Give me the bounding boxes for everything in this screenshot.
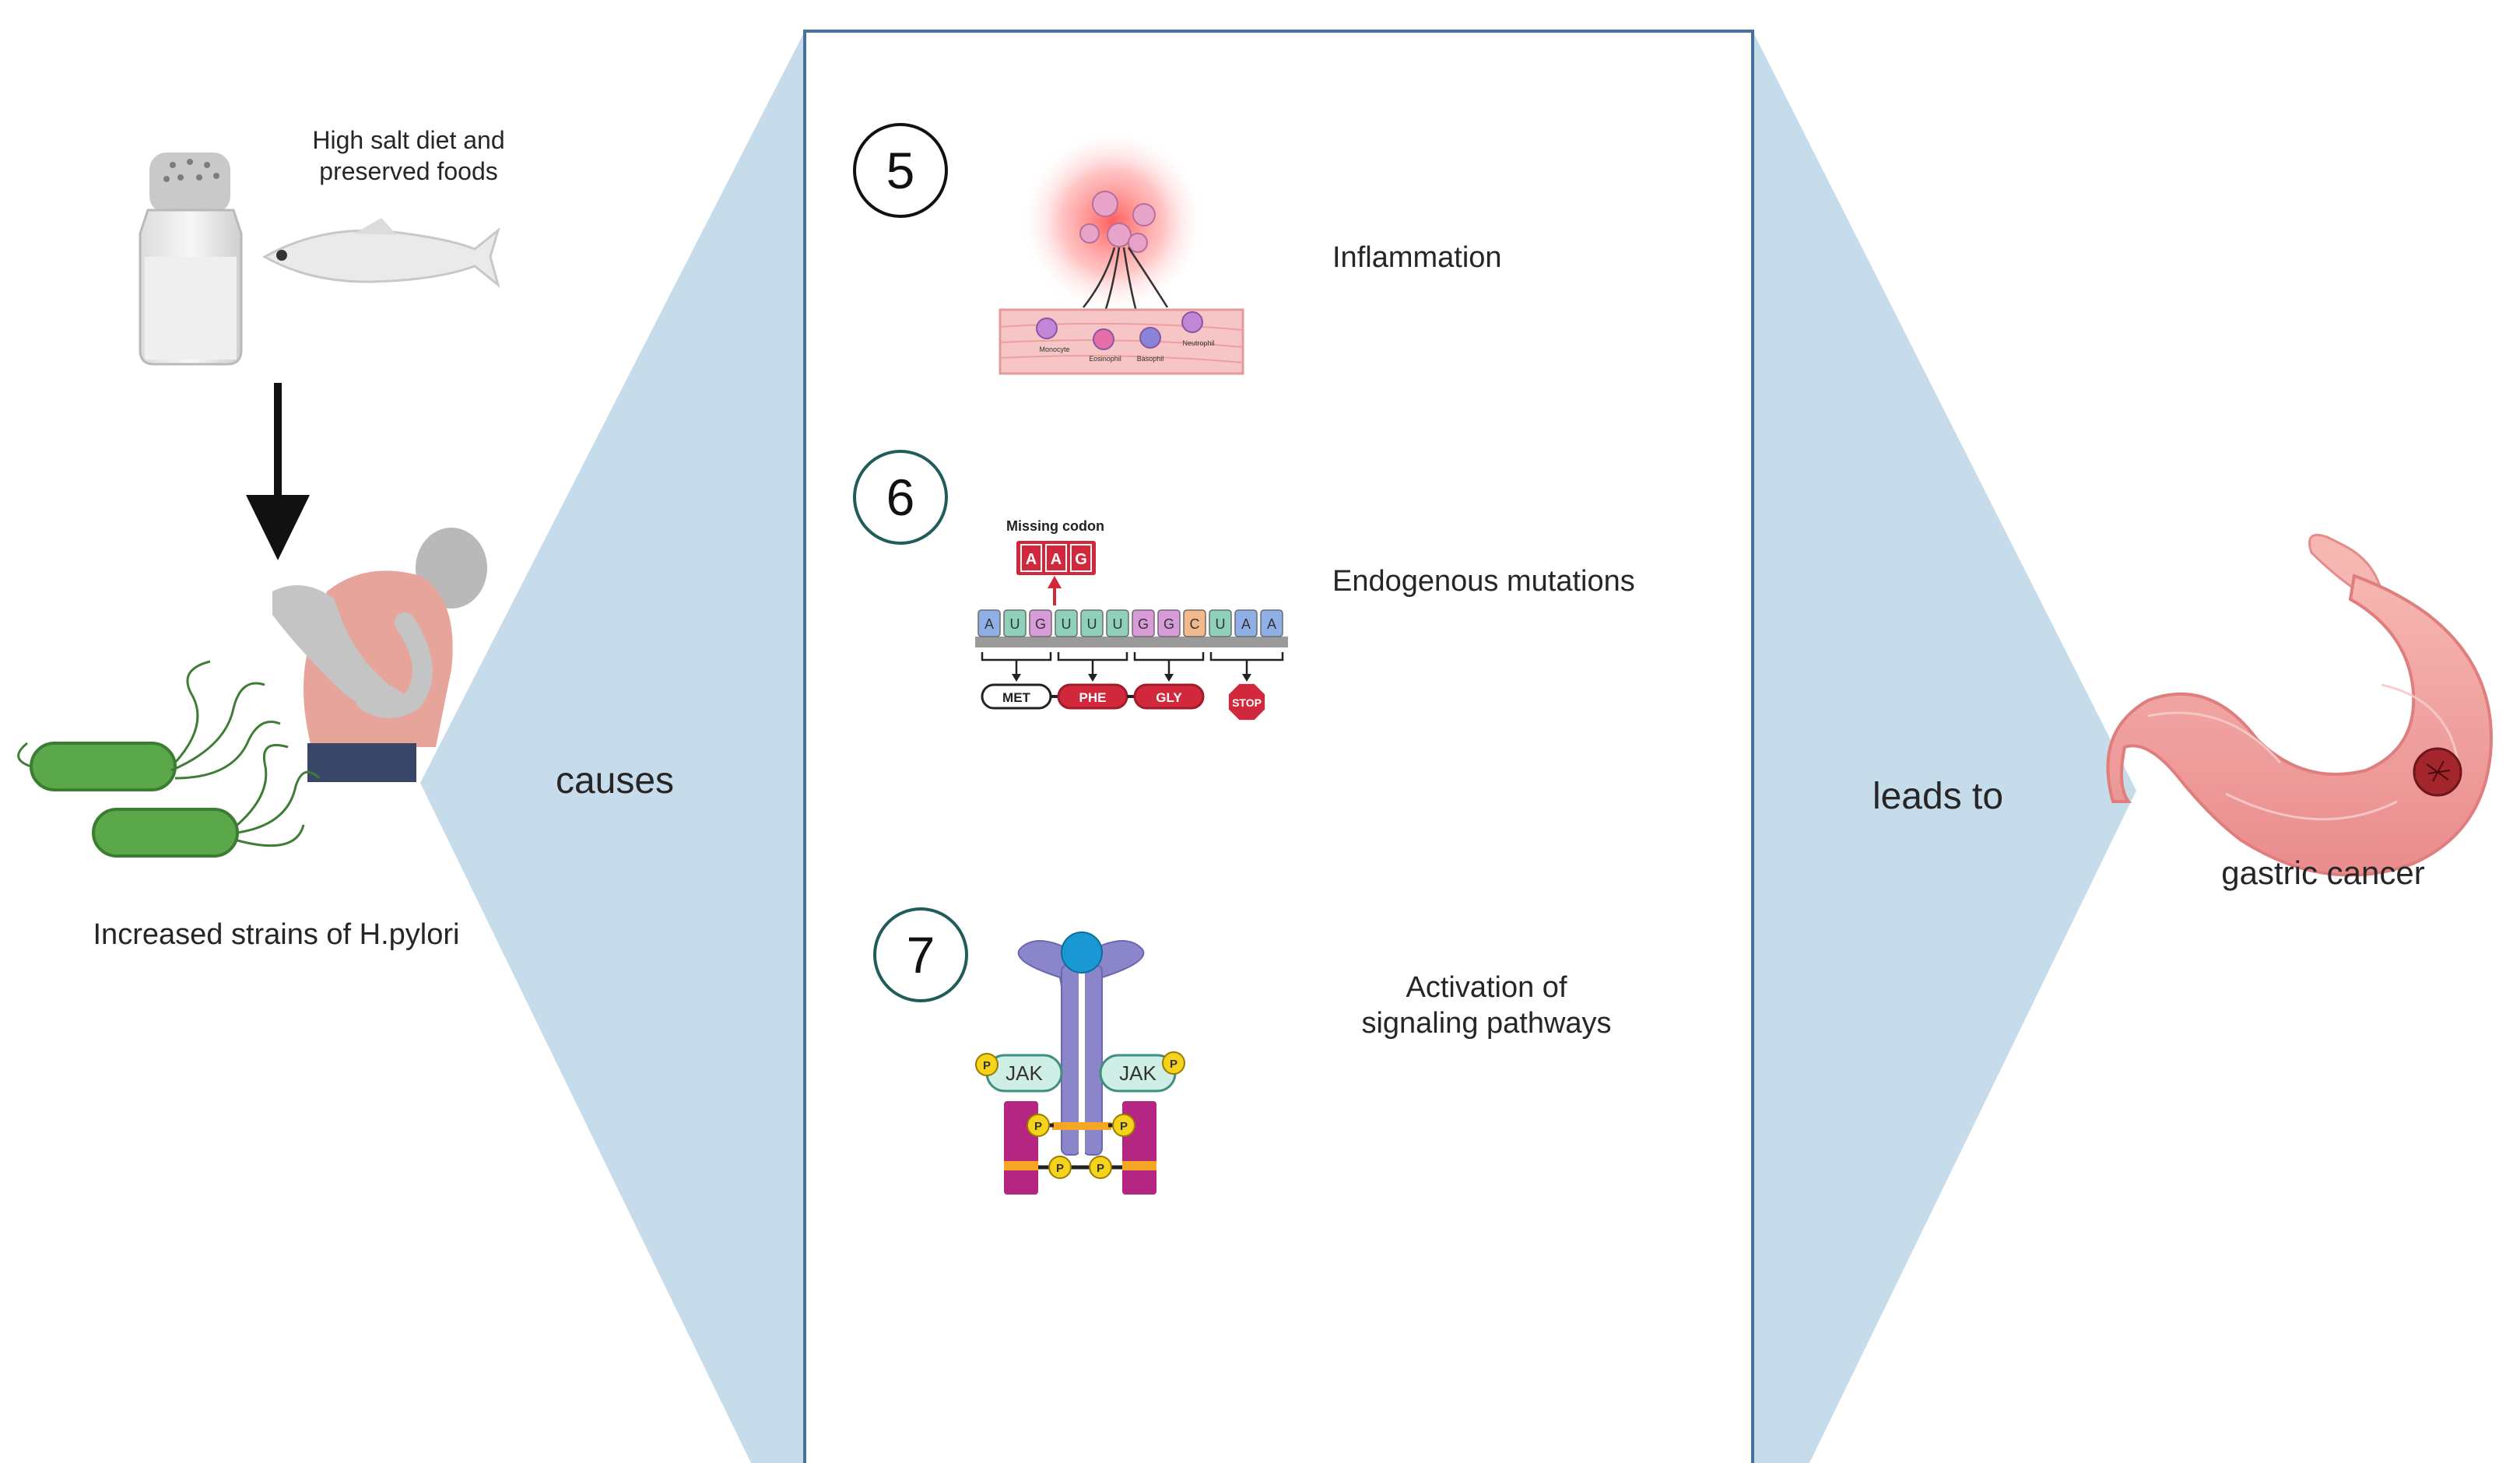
nucleotide-letter: U [1062,616,1072,632]
causes-label: causes [555,760,675,802]
codon-letter: G [1075,551,1087,568]
signaling-pathways-label: Activation of signaling pathways [1361,971,1612,1040]
nucleotide [1055,609,1078,637]
amino-acid-label: MET [1002,690,1031,705]
step-number-7: 7 [873,907,968,1002]
salt-shaker-icon [139,153,243,366]
codon-tile [1070,544,1092,572]
left-panel-shape [420,31,805,1463]
phosphate-label: P [1034,1120,1042,1133]
gastric-cancer-label: gastric cancer [2221,854,2425,891]
codon-letter: A [1026,551,1037,568]
phosphate-icon [1027,1114,1050,1137]
cell-label: Basophil [1137,355,1164,363]
nucleotide [1029,609,1052,637]
phosphate-label: P [983,1059,991,1072]
nucleotide [1260,609,1283,637]
phosphate-icon [1089,1156,1112,1179]
nucleotide [1183,609,1206,637]
nucleotide-letter: U [1087,616,1097,632]
codon-tile [1020,544,1042,572]
inflammation-label: Inflammation [1332,241,1502,274]
ligand-icon [1061,931,1103,974]
nucleotide-letter: C [1190,616,1200,632]
nucleotide-letter: G [1035,616,1046,632]
nucleotide [1106,609,1129,637]
phosphate-label: P [1097,1162,1104,1175]
nucleotide-letter: G [1138,616,1149,632]
nucleotide-letter: A [984,616,994,632]
fish-icon [261,218,500,289]
jak-label: JAK [1006,1061,1043,1085]
codon-tile [1045,544,1067,572]
inflammation-illustration: Monocyte Eosinophil Basophil Neutrophil [999,128,1244,375]
jak-stat-receptor-illustration: JAK JAK P P P P P P [975,931,1185,1195]
amino-acid-label: STOP [1232,696,1262,709]
nucleotide [1080,609,1104,637]
phosphate-group: P P P P P P [975,1051,1185,1179]
leads-to-label: leads to [1872,776,2004,817]
phosphate-icon [1112,1114,1135,1137]
cell-label: Neutrophil [1182,339,1214,347]
phosphate-icon [1162,1051,1185,1075]
jak-label: JAK [1119,1061,1156,1085]
nucleotide [1234,609,1258,637]
nucleotide-letter: G [1163,616,1174,632]
stomach-icon [2106,534,2493,877]
center-box [803,30,1754,1463]
phosphate-label: P [1170,1058,1178,1071]
nucleotide-letter: A [1241,616,1251,632]
stop-sign-icon [1228,683,1265,721]
nucleotide [1157,609,1181,637]
diet-label: High salt diet and preserved foods [312,126,505,185]
nucleotide-letter: A [1267,616,1276,632]
phosphate-icon [975,1053,999,1076]
right-panel-shape [1753,31,2136,1463]
nucleotide [1209,609,1232,637]
endogenous-mutations-label: Endogenous mutations [1332,565,1635,598]
nucleotide-letter: U [1216,616,1226,632]
step-number-5: 5 [853,123,948,218]
nucleotide-letter: U [1010,616,1020,632]
hpylori-label: Increased strains of H.pylori [93,918,460,951]
amino-acid-group: MET PHE GLY STOP [981,683,1265,721]
step-number-6: 6 [853,450,948,545]
nucleotide [977,609,1001,637]
nucleotide-letter: U [1113,616,1123,632]
amino-acid-label: GLY [1156,690,1182,705]
missing-codon-title: Missing codon [1006,518,1104,534]
phosphate-label: P [1056,1162,1064,1175]
nucleotide [1003,609,1027,637]
down-arrow-icon [246,383,310,560]
phosphate-label: P [1120,1120,1128,1133]
h-pylori-bacteria-icon [17,660,321,858]
phosphate-icon [1048,1156,1072,1179]
amino-acid-label: PHE [1079,690,1107,705]
cell-label: Eosinophil [1089,355,1121,363]
patient-stomach-pain-icon [272,528,487,782]
nucleotide [1132,609,1155,637]
amino-acid-pill [1133,683,1205,710]
codon-letter: A [1051,551,1062,568]
cell-label: Monocyte [1039,346,1069,353]
